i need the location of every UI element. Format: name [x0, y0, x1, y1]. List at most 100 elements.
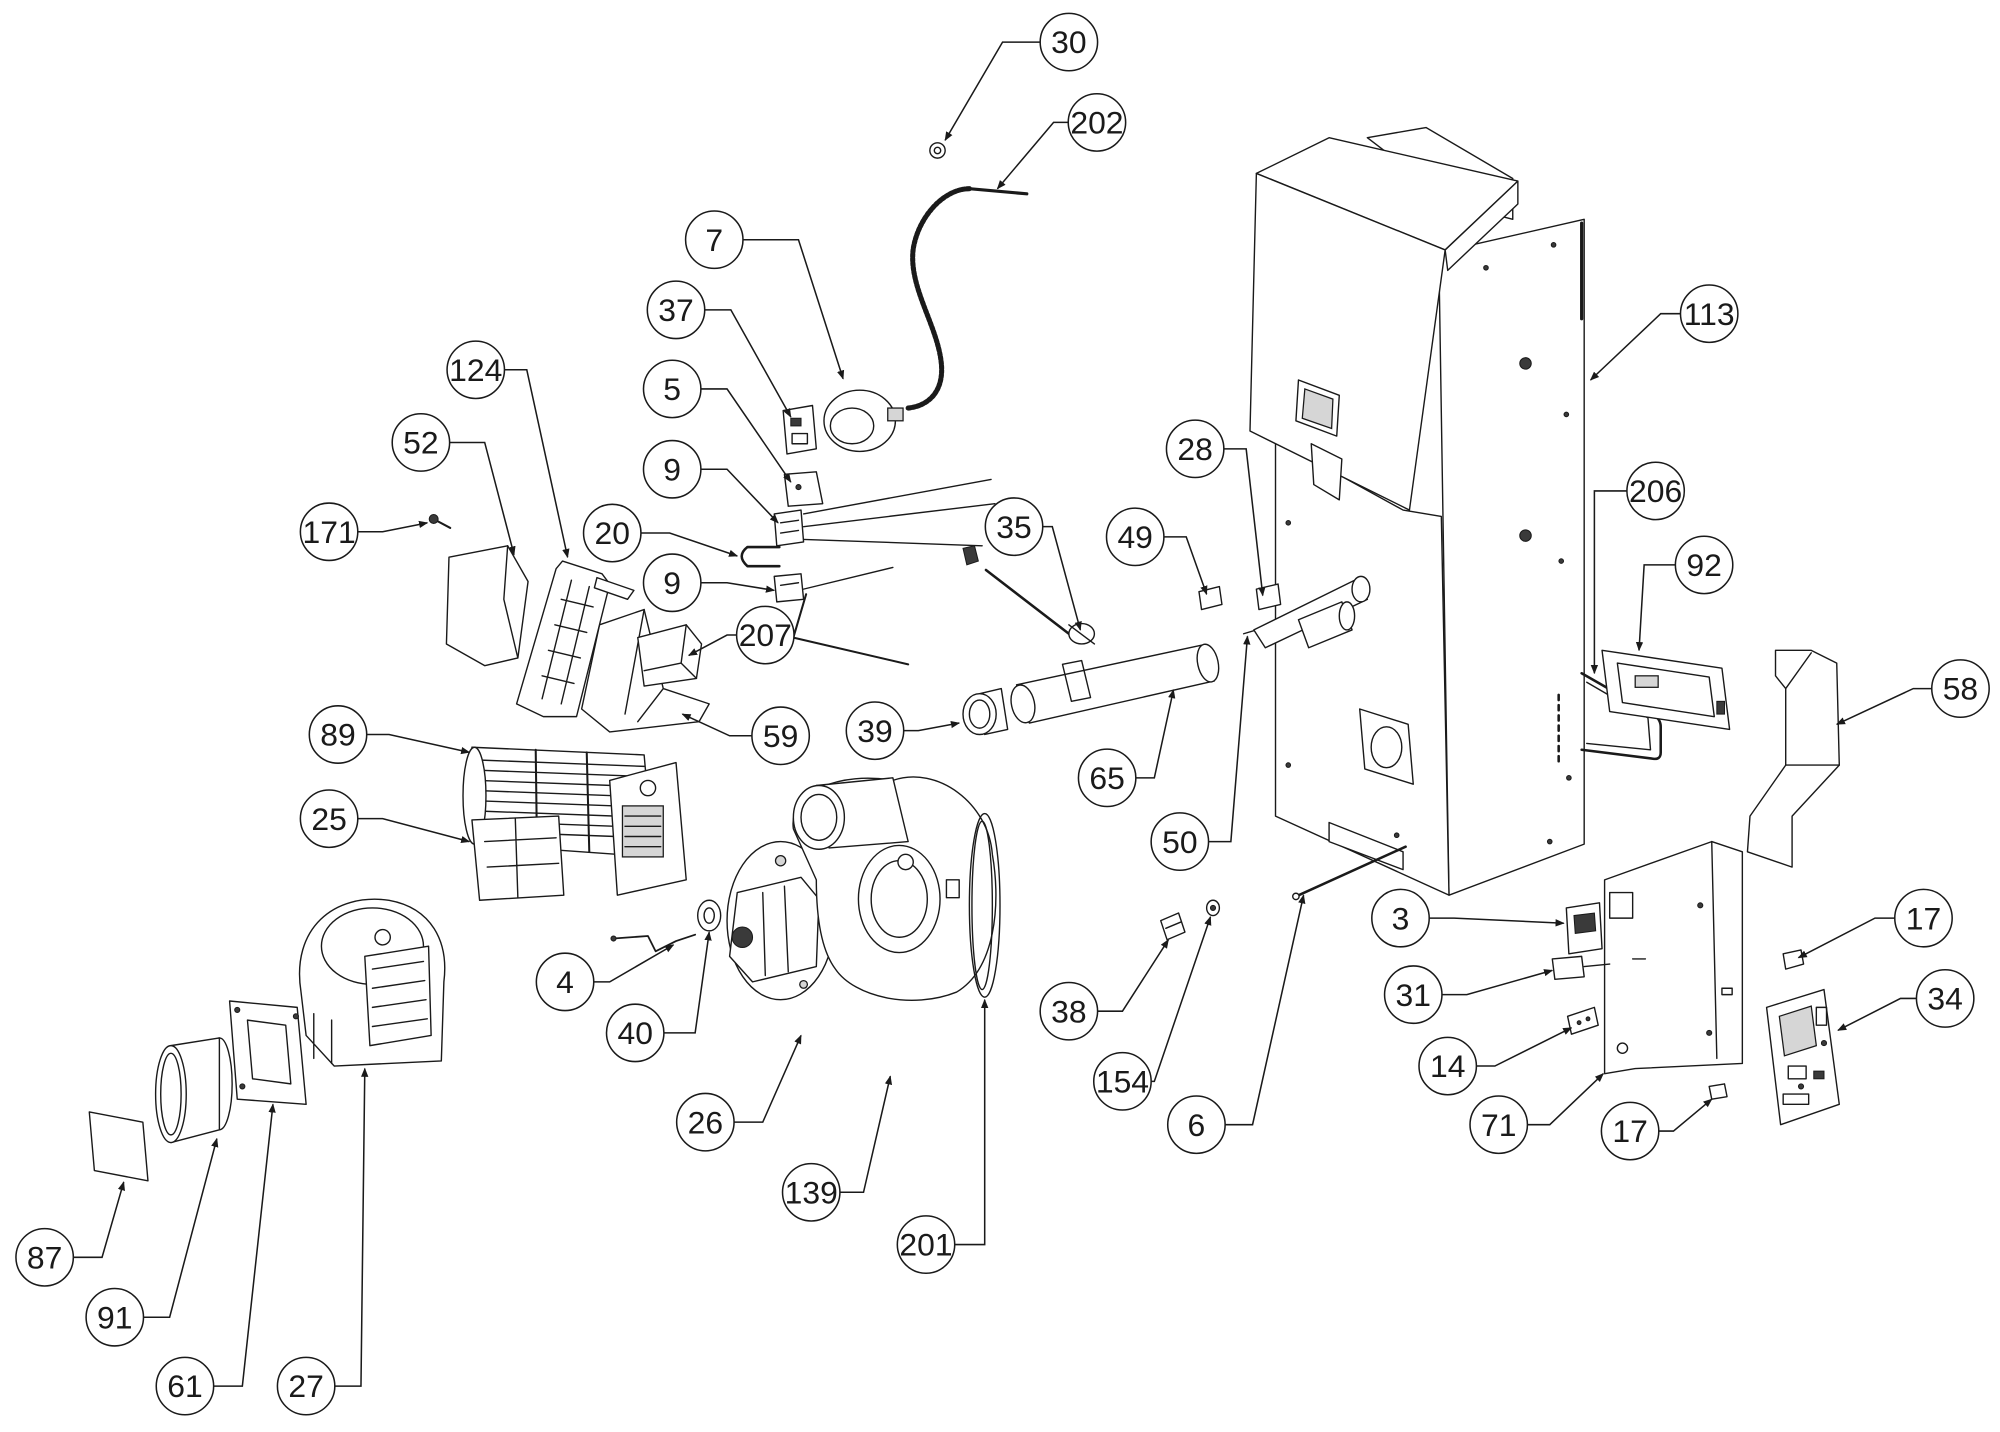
callout-circle: [299, 789, 359, 849]
part-124-frame-drawing: [515, 560, 635, 718]
part-9-holder-upper-drawing: [773, 509, 805, 547]
part-3-switch-drawing: [1565, 902, 1603, 955]
blower-motor-drawing: [608, 761, 687, 896]
callout-circle: [1039, 981, 1099, 1041]
leader-line: [1163, 536, 1208, 596]
callout-circle: [646, 280, 706, 340]
part-7-gauge-drawing: [823, 389, 904, 453]
callout-17: 17: [1797, 888, 1953, 959]
callout-number: 58: [1943, 671, 1978, 707]
part-4-wire-drawing: [610, 933, 697, 953]
callout-number: 28: [1177, 431, 1212, 467]
part-61-flange-drawing: [228, 1000, 307, 1105]
leader-line: [357, 520, 429, 533]
leader-line: [700, 388, 792, 483]
electrode-rods-drawing: [802, 478, 996, 590]
leader-line: [1224, 894, 1306, 1126]
callout-206: 206: [1590, 461, 1686, 675]
callout-number: 25: [311, 801, 346, 837]
part-37-switch-drawing: [782, 404, 818, 455]
callout-circle: [15, 1227, 75, 1287]
callout-circle: [896, 1215, 956, 1275]
callout-number: 5: [663, 371, 681, 407]
part-35-rod-drawing: [984, 568, 1096, 645]
callout-154: 154: [1092, 915, 1212, 1111]
callout-circle: [1600, 1101, 1660, 1161]
callout-circle: [642, 439, 702, 499]
leader-line: [1096, 939, 1170, 1012]
callout-39: 39: [845, 701, 961, 761]
callout-30: 30: [944, 12, 1099, 142]
part-207-electrode-drawing: [792, 593, 910, 666]
leader-line: [72, 1181, 125, 1259]
part-20-wire-drawing: [740, 545, 781, 568]
callout-circle: [299, 502, 359, 562]
callout-circle: [1383, 965, 1443, 1025]
leader-line: [1475, 1027, 1573, 1067]
callout-number: 14: [1430, 1048, 1465, 1084]
leader-line: [503, 369, 570, 559]
part-38-drawing: [1160, 912, 1186, 941]
leader-line: [1590, 490, 1628, 675]
callout-number: 201: [899, 1227, 952, 1263]
callout-37: 37: [646, 280, 792, 418]
callout-20: 20: [582, 503, 739, 563]
callout-circle: [1418, 1036, 1478, 1096]
callout-59: 59: [681, 706, 811, 766]
callout-number: 9: [663, 565, 681, 601]
callout-207: 207: [687, 605, 795, 665]
callout-17: 17: [1600, 1098, 1713, 1161]
callout-circle: [735, 605, 795, 665]
callout-number: 6: [1188, 1107, 1206, 1143]
callout-circle: [1067, 92, 1127, 152]
leader-line: [700, 581, 776, 593]
leader-line: [1589, 312, 1682, 381]
callout-number: 87: [27, 1239, 62, 1275]
part-92-panel-drawing: [1601, 649, 1731, 731]
callout-circle: [85, 1287, 145, 1347]
leader-line: [1428, 917, 1565, 927]
part-87-plate-drawing: [88, 1111, 149, 1182]
callout-circle: [1371, 888, 1430, 948]
callout-number: 59: [763, 718, 798, 754]
callout-number: 7: [705, 222, 723, 258]
callout-35: 35: [984, 497, 1082, 631]
part-139-housing-drawing: [792, 776, 997, 1001]
callout-40: 40: [605, 931, 712, 1063]
callout-number: 171: [302, 514, 355, 550]
leader-line: [1835, 687, 1933, 725]
callout-circle: [642, 359, 702, 419]
callout-number: 27: [288, 1368, 323, 1404]
callout-number: 139: [785, 1174, 838, 1210]
callout-52: 52: [391, 413, 516, 556]
callout-3: 3: [1371, 888, 1565, 948]
part-5-holder-drawing: [783, 471, 824, 507]
part-26-flange-drawing: [726, 840, 835, 1001]
part-49-clip-drawing: [1198, 585, 1223, 611]
callout-number: 26: [688, 1104, 723, 1140]
part-71-plate-drawing: [1603, 840, 1744, 1075]
callout-circle: [751, 706, 811, 766]
part-154-washer-drawing: [1205, 899, 1221, 917]
callout-circle: [155, 1356, 215, 1416]
leader-line: [142, 1137, 219, 1319]
callout-87: 87: [15, 1181, 125, 1287]
leader-line: [1658, 1098, 1713, 1132]
callout-31: 31: [1383, 965, 1554, 1025]
bracket-block-drawing: [637, 624, 703, 687]
part-91-duct-drawing: [154, 1037, 233, 1144]
leader-line: [213, 1103, 276, 1387]
leader-line: [357, 817, 471, 844]
leader-line: [687, 634, 738, 657]
leader-line: [1150, 915, 1212, 1083]
callout-number: 52: [403, 425, 438, 461]
part-28-clip-drawing: [1255, 583, 1282, 611]
callout-number: 20: [595, 515, 630, 551]
leader-line: [996, 121, 1069, 190]
callout-50: 50: [1150, 635, 1251, 872]
callout-71: 71: [1469, 1073, 1604, 1155]
callout-circle: [1092, 1051, 1152, 1111]
callout-number: 49: [1117, 519, 1152, 555]
leader-line: [1837, 997, 1918, 1032]
